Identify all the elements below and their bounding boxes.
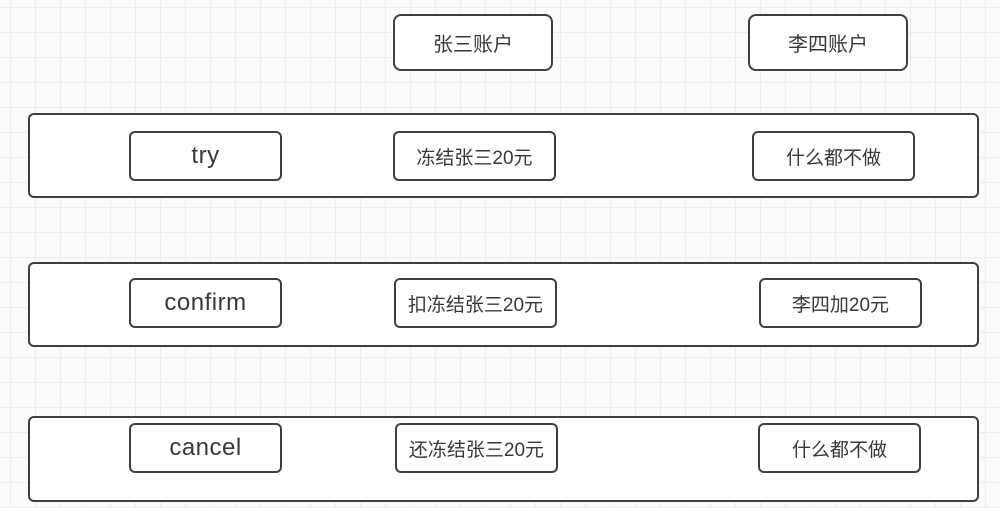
node-cancel-zhangsan-action: 还冻结张三20元: [395, 423, 558, 473]
phase-confirm-label: confirm: [164, 289, 247, 316]
node-cancel-lisi-action: 什么都不做: [758, 423, 921, 473]
cancel-lisi-action-label: 什么都不做: [791, 439, 887, 461]
lisi-account-label: 李四账户: [788, 34, 868, 56]
node-try-lisi-action: 什么都不做: [752, 131, 915, 181]
lane-confirm: confirm 扣冻结张三20元 李四加20元: [28, 262, 979, 347]
phase-try-label: try: [191, 142, 220, 169]
zhangsan-account-label: 张三账户: [433, 34, 513, 56]
lane-cancel: cancel 还冻结张三20元 什么都不做: [28, 416, 979, 502]
node-phase-cancel: cancel: [129, 423, 282, 473]
confirm-lisi-action-label: 李四加20元: [791, 294, 890, 316]
node-phase-try: try: [129, 131, 282, 181]
confirm-zhangsan-action-label: 扣冻结张三20元: [407, 294, 544, 316]
node-zhangsan-account: 张三账户: [393, 14, 553, 71]
try-lisi-action-label: 什么都不做: [785, 147, 881, 169]
try-zhangsan-action-label: 冻结张三20元: [416, 147, 533, 169]
phase-cancel-label: cancel: [169, 434, 242, 461]
lane-try: try 冻结张三20元 什么都不做: [28, 113, 979, 198]
cancel-zhangsan-action-label: 还冻结张三20元: [408, 439, 545, 461]
node-confirm-zhangsan-action: 扣冻结张三20元: [394, 278, 557, 328]
node-try-zhangsan-action: 冻结张三20元: [393, 131, 556, 181]
node-lisi-account: 李四账户: [748, 14, 908, 71]
node-confirm-lisi-action: 李四加20元: [759, 278, 922, 328]
node-phase-confirm: confirm: [129, 278, 282, 328]
